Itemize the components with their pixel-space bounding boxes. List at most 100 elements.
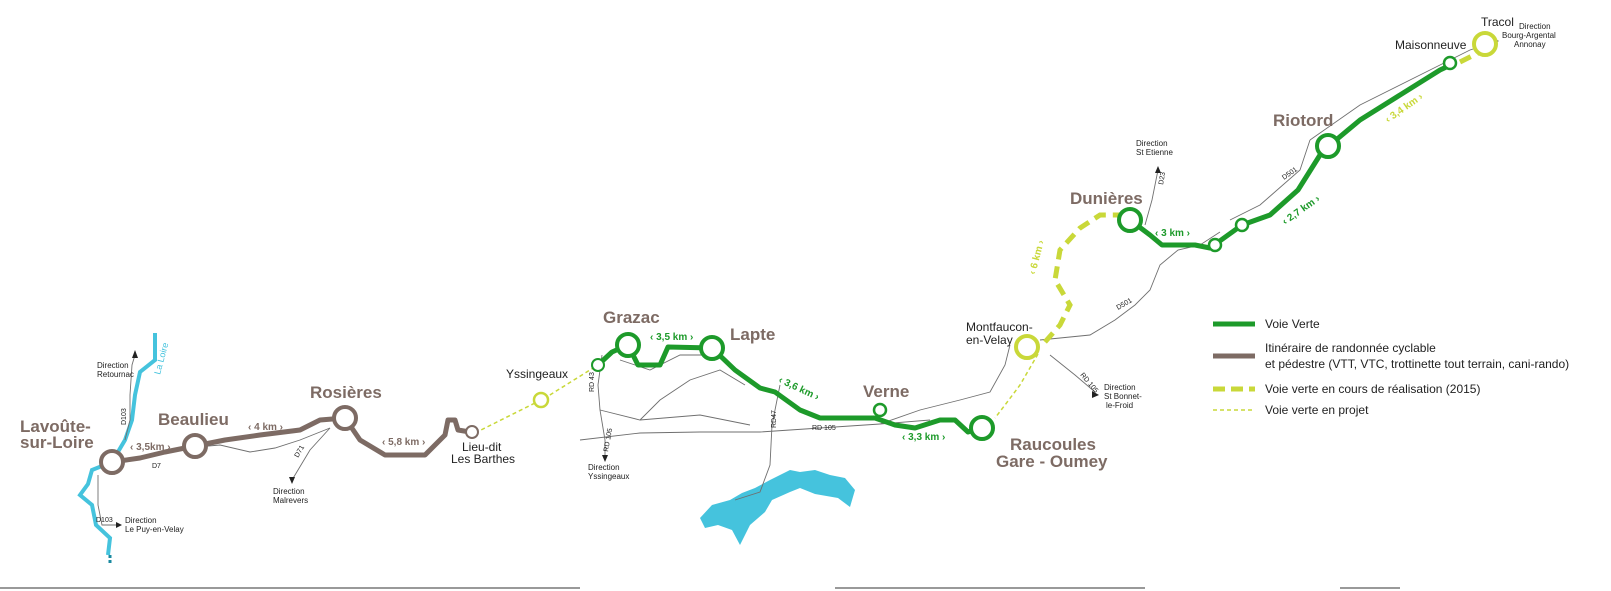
road-d23	[1144, 169, 1159, 226]
en-cours-montfaucon-dunieres	[1043, 212, 1132, 344]
road-label-rd105-mid: RD 105	[812, 425, 836, 432]
town-label-lieudit-2: Les Barthes	[451, 452, 515, 466]
route-en-cours	[1043, 49, 1482, 344]
direction-yssingeaux-2: Yssingeaux	[588, 472, 629, 481]
segment-label-montfaucon-dunieres: ‹ 6 km ›	[1027, 239, 1047, 276]
road-label-rd105-east: RD 105	[1078, 372, 1099, 395]
direction-stbonnet-1: Direction	[1104, 383, 1136, 392]
legend-label-itineraire-2: et pédestre (VTT, VTC, trottinette tout …	[1265, 357, 1569, 371]
legend-label-itineraire-1: Itinéraire de randonnée cyclable	[1265, 341, 1436, 355]
road-d103-north	[124, 354, 136, 441]
town-label-lavoute-1: Lavoûte-	[20, 417, 91, 436]
en-cours-maisonneuve-tracol	[1458, 49, 1482, 65]
legend: Voie Verte Itinéraire de randonnée cycla…	[1213, 317, 1569, 417]
arrow-malrevers	[289, 477, 295, 484]
road-d71	[291, 427, 331, 481]
arrow-lepuy	[116, 522, 122, 528]
arrow-stbonnet	[1092, 391, 1099, 398]
town-marker-d501-1	[1207, 237, 1223, 253]
road-lapte-web-1	[619, 354, 715, 371]
direction-malrevers-1: Direction	[273, 487, 305, 496]
direction-stetienne-2: St Etienne	[1136, 148, 1173, 157]
road-d501-mid	[1039, 231, 1221, 341]
voie-verte-dunieres-maisonneuve	[1128, 60, 1457, 251]
town-label-lieudit-1: Lieu-dit	[462, 440, 502, 454]
segment-label-verne-raucoules: ‹ 3,3 km ›	[902, 432, 945, 443]
road-d103-south	[97, 475, 118, 526]
town-label-montfaucon-1: Montfaucon-	[966, 320, 1033, 334]
direction-stbonnet-3: le-Froid	[1106, 401, 1133, 410]
arrow-yssingeaux	[602, 455, 608, 462]
town-marker-dunieres	[1117, 207, 1143, 233]
road-label-rd105-west: RD 105	[603, 428, 614, 453]
town-label-raucoules-1: Raucoules	[1010, 435, 1096, 454]
arrow-stetienne	[1155, 166, 1161, 173]
town-marker-rosieres	[332, 405, 358, 431]
legend-label-en-cours: Voie verte en cours de réalisation (2015…	[1265, 382, 1480, 396]
road-lapte-web-3	[599, 409, 751, 426]
town-label-tracol: Tracol	[1481, 15, 1514, 29]
town-marker-montfaucon	[1014, 334, 1040, 360]
voie-verte-grazac-raucoules	[596, 342, 981, 435]
road-lapte-web-2	[639, 369, 746, 421]
arrow-retournac	[132, 350, 138, 358]
town-label-maisonneuve: Maisonneuve	[1395, 38, 1467, 52]
segment-label-beaulieu-rosieres: ‹ 4 km ›	[248, 422, 283, 433]
town-marker-d501-2	[1234, 217, 1250, 233]
town-label-raucoules-2: Gare - Oumey	[996, 452, 1108, 471]
legend-item-voie-verte: Voie Verte	[1213, 317, 1320, 331]
road-label-d7: D7	[152, 463, 161, 470]
road-label-d71: D71	[294, 444, 307, 459]
town-label-verne: Verne	[863, 382, 909, 401]
town-label-lapte: Lapte	[730, 325, 775, 344]
road-rd105-east	[1049, 354, 1096, 393]
direction-yssingeaux-1: Direction	[588, 463, 620, 472]
road-verne-east	[879, 344, 1011, 425]
segment-label-lavoute-beaulieu: ‹ 3,5km ›	[130, 442, 171, 453]
town-label-grazac: Grazac	[603, 308, 660, 327]
direction-stetienne-1: Direction	[1136, 139, 1168, 148]
segment-label-dunieres-d501: ‹ 3 km ›	[1155, 228, 1190, 239]
town-marker-riotord	[1315, 133, 1341, 159]
town-marker-lavoute	[99, 449, 125, 475]
projet-montfaucon-raucoules	[994, 353, 1039, 419]
direction-retournac-2: Retournac	[97, 370, 134, 379]
town-marker-lapte	[699, 335, 725, 361]
town-marker-barthes	[465, 425, 479, 439]
town-label-lavoute-2: sur-Loire	[20, 433, 94, 452]
town-marker-beaulieu	[182, 433, 208, 459]
road-label-d103-south: D103	[96, 517, 113, 524]
town-marker-yssingeaux	[532, 391, 550, 409]
town-label-montfaucon-2: en-Velay	[966, 333, 1013, 347]
segment-label-riotord-maisonneuve: ‹ 3,4 km ›	[1383, 92, 1425, 126]
town-marker-rd43	[591, 358, 605, 372]
town-marker-raucoules	[969, 415, 995, 441]
segment-label-rosieres-barthes: ‹ 5,8 km ›	[382, 437, 425, 448]
road-label-d501-mid: D501	[1116, 297, 1134, 311]
road-label-rd47: RD47	[771, 410, 778, 428]
town-label-yssingeaux: Yssingeaux	[506, 367, 568, 381]
town-marker-tracol	[1472, 31, 1498, 57]
route-voie-verte	[596, 60, 1457, 435]
direction-lepuy-1: Direction	[125, 516, 157, 525]
direction-stbonnet-2: St Bonnet-	[1104, 392, 1142, 401]
road-label-d501-east: D501	[1281, 166, 1299, 181]
town-label-riotord: Riotord	[1273, 111, 1333, 130]
lake-shape	[700, 470, 855, 545]
direction-retournac-1: Direction	[97, 361, 129, 370]
legend-label-voie-verte: Voie Verte	[1265, 317, 1320, 331]
town-label-rosieres: Rosières	[310, 383, 382, 402]
direction-bourg-1: Direction	[1519, 22, 1551, 31]
road-label-rd43: RD 43	[589, 372, 596, 392]
road-label-d23: D23	[1158, 171, 1167, 185]
direction-bourg-3: Annonay	[1514, 40, 1546, 49]
direction-bourg-2: Bourg-Argental	[1502, 31, 1556, 40]
town-label-beaulieu: Beaulieu	[158, 410, 229, 429]
legend-item-projet: Voie verte en projet	[1213, 403, 1369, 417]
road-label-d103-north: D103	[121, 408, 128, 425]
road-d501-east	[1229, 139, 1311, 221]
legend-item-en-cours: Voie verte en cours de réalisation (2015…	[1213, 382, 1480, 396]
direction-lepuy-2: Le Puy-en-Velay	[125, 525, 184, 534]
town-marker-verne	[872, 402, 888, 418]
